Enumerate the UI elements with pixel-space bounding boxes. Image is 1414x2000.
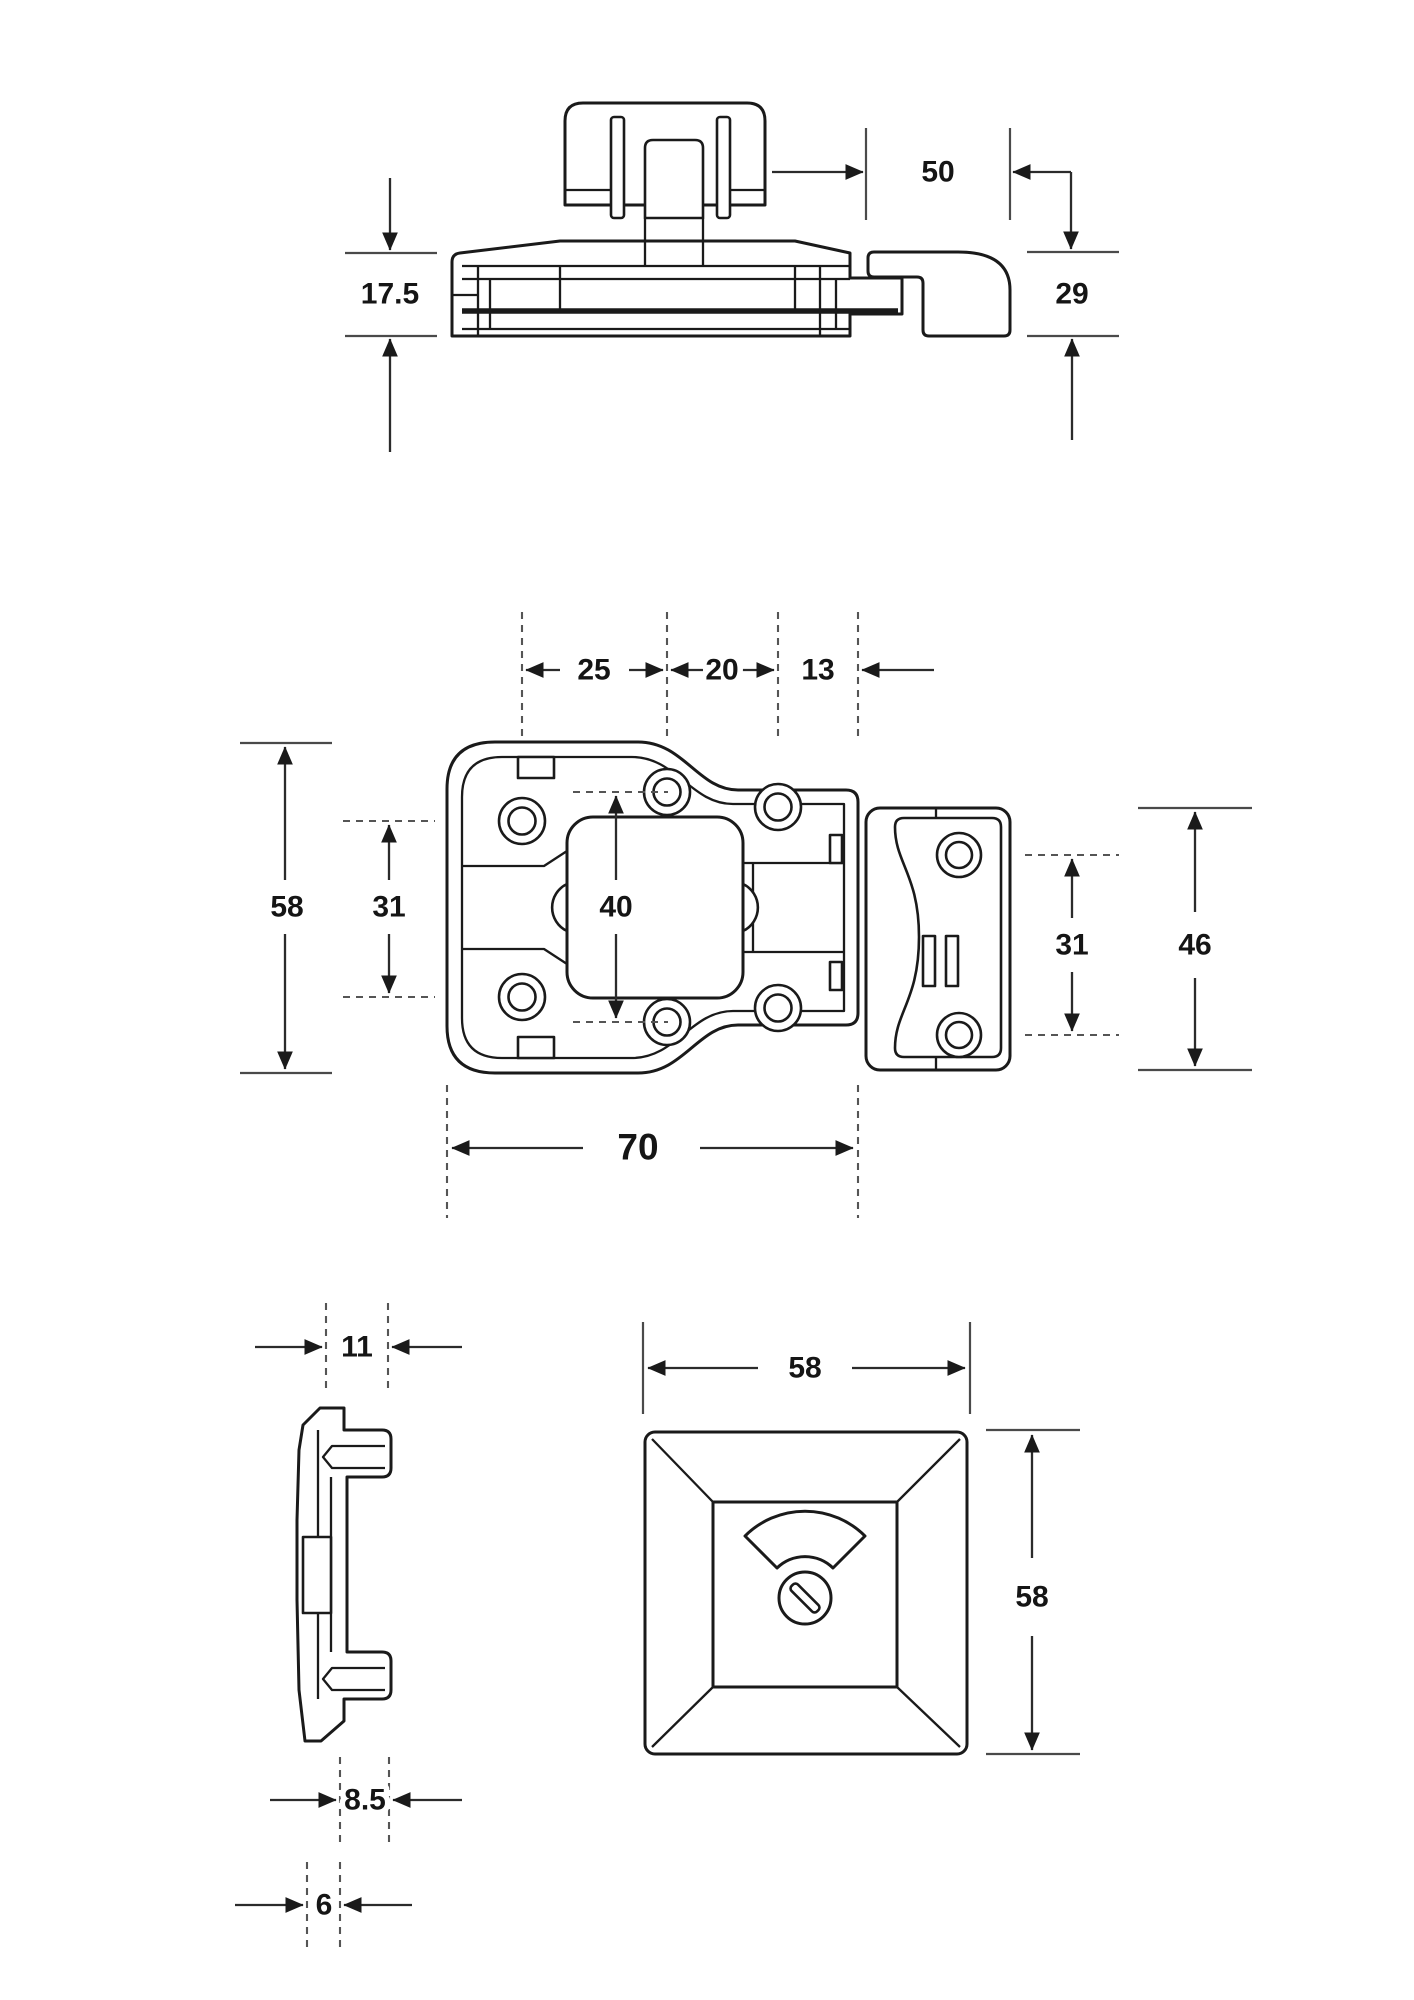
- central-square-cutout: [565, 815, 745, 1000]
- plan-internal-lines: [462, 850, 844, 965]
- dim-58-cover-height-label: 58: [1015, 1581, 1048, 1614]
- dim-50: 50: [772, 128, 1079, 250]
- knob-stem: [643, 138, 705, 220]
- dim-70: 70: [445, 1085, 860, 1218]
- body-notch-bottom: [516, 1035, 556, 1060]
- dim-6-label: 6: [316, 1889, 333, 1922]
- knob-slot-right: [715, 115, 732, 220]
- dim-6: 6: [235, 1862, 412, 1950]
- latch-body-internal-lines: [452, 264, 898, 336]
- dim-58-cover-width: 58: [641, 1322, 972, 1414]
- dim-58-cover-height: 58: [986, 1428, 1080, 1756]
- dim-31-left: 31: [343, 819, 435, 999]
- dim-25-label: 25: [577, 654, 610, 687]
- screw-slot-icon: [789, 1582, 821, 1614]
- dim-50-label: 50: [921, 156, 954, 189]
- dim-58-left-label: 58: [270, 891, 303, 924]
- tongue-notch-bottom: [828, 960, 844, 992]
- profile-body: [295, 1406, 393, 1743]
- square-bulge-right: [742, 882, 760, 933]
- dim-31-right: 31: [1025, 853, 1119, 1037]
- dim-31-right-label: 31: [1055, 929, 1088, 962]
- side-elevation-view: 50 17.5 29: [345, 101, 1119, 452]
- profile-internal-lines: [301, 1430, 385, 1699]
- dim-17-5: 17.5: [345, 178, 437, 452]
- cover-bevel-lines: [651, 1438, 961, 1748]
- dim-40-label: 40: [599, 891, 632, 924]
- dim-40: 40: [573, 790, 668, 1024]
- tongue-notch-top: [828, 833, 844, 865]
- knob-slot-left: [609, 115, 626, 220]
- dim-58-left: 58: [240, 741, 332, 1075]
- dim-46-label: 46: [1178, 929, 1211, 962]
- dim-46: 46: [1138, 806, 1252, 1072]
- dim-20-label: 20: [705, 654, 738, 687]
- dim-31-left-label: 31: [372, 891, 405, 924]
- latch-body-inner-wall: [460, 755, 846, 1060]
- dim-8-5: 8.5: [270, 1757, 462, 1845]
- cover-face-view: 58 58: [641, 1322, 1080, 1756]
- dim-29: 29: [1027, 250, 1119, 440]
- keeper-slot-left: [921, 934, 937, 988]
- indicator-window: [743, 1509, 867, 1570]
- dim-70-label: 70: [617, 1127, 658, 1168]
- end-profile-view: 11 8.5 6: [235, 1303, 462, 1950]
- keeper-plan: [864, 806, 1012, 1072]
- keeper-side: [866, 250, 1012, 338]
- mounting-holes: [497, 767, 803, 1047]
- dim-58-cover-width-label: 58: [788, 1352, 821, 1385]
- body-notch-top: [516, 755, 556, 780]
- dim-pitch-row: 25 20 13: [520, 612, 934, 736]
- dim-11: 11: [255, 1303, 462, 1392]
- latch-body-side: [450, 239, 904, 338]
- dim-17-5-label: 17.5: [361, 278, 419, 311]
- plan-view: 25 20 13 58 31 40: [240, 612, 1252, 1218]
- keeper-slot-right: [944, 934, 960, 988]
- dim-8-5-label: 8.5: [344, 1784, 386, 1817]
- dim-13-label: 13: [801, 654, 834, 687]
- dim-11-label: 11: [341, 1331, 373, 1364]
- dim-29-label: 29: [1055, 278, 1088, 311]
- square-bulge-left: [550, 882, 568, 933]
